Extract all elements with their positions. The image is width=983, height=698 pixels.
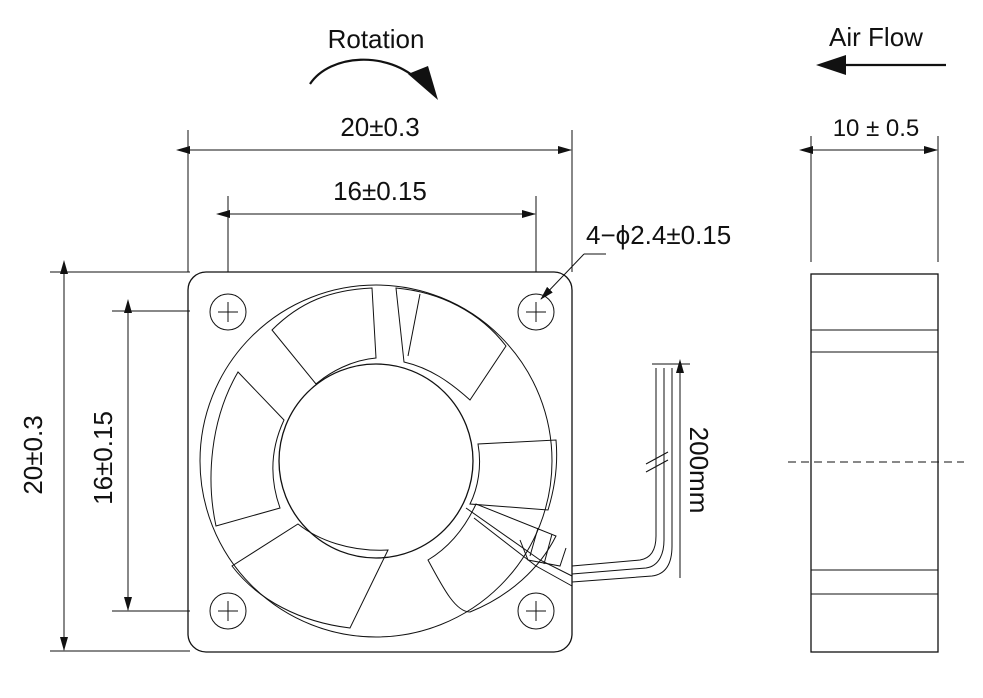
mounting-hole-icon xyxy=(209,293,247,331)
rotation-label: Rotation xyxy=(328,24,425,54)
fan-hub xyxy=(278,363,474,559)
overall-height-label: 20±0.3 xyxy=(18,415,48,494)
fan-front-view xyxy=(187,271,573,653)
hole-callout-label: 4−ϕ2.4±0.15 xyxy=(586,220,731,250)
air-flow-arrow-icon xyxy=(816,55,946,75)
hole-spacing-width-label: 16±0.15 xyxy=(333,176,427,206)
hole-callout: 4−ϕ2.4±0.15 xyxy=(540,220,731,300)
side-thickness-dimension: 10 ± 0.5 xyxy=(799,115,939,262)
hole-spacing-height-label: 16±0.15 xyxy=(88,411,118,505)
overall-width-dimension: 20±0.3 xyxy=(176,112,573,272)
fan-frame xyxy=(187,271,573,653)
fan-blades xyxy=(210,287,558,629)
fan-opening xyxy=(199,284,553,638)
overall-width-label: 20±0.3 xyxy=(340,112,419,142)
mounting-hole-icon xyxy=(209,592,247,630)
mounting-hole-icon xyxy=(517,592,555,630)
air-flow-label: Air Flow xyxy=(829,22,923,52)
cable-length-label: 200mm xyxy=(684,427,714,514)
rotation-arrow-icon xyxy=(309,58,438,100)
cable-length-dimension: 200mm xyxy=(676,359,714,578)
mounting-hole-icon xyxy=(517,293,555,331)
fan-side-view xyxy=(788,273,964,653)
cable-exit xyxy=(465,507,573,587)
hole-spacing-height-dimension: 16±0.15 xyxy=(88,299,190,612)
hole-spacing-width-dimension: 16±0.15 xyxy=(216,176,537,272)
side-thickness-label: 10 ± 0.5 xyxy=(833,115,920,142)
cable-leads xyxy=(571,363,690,583)
overall-height-dimension: 20±0.3 xyxy=(18,260,190,652)
